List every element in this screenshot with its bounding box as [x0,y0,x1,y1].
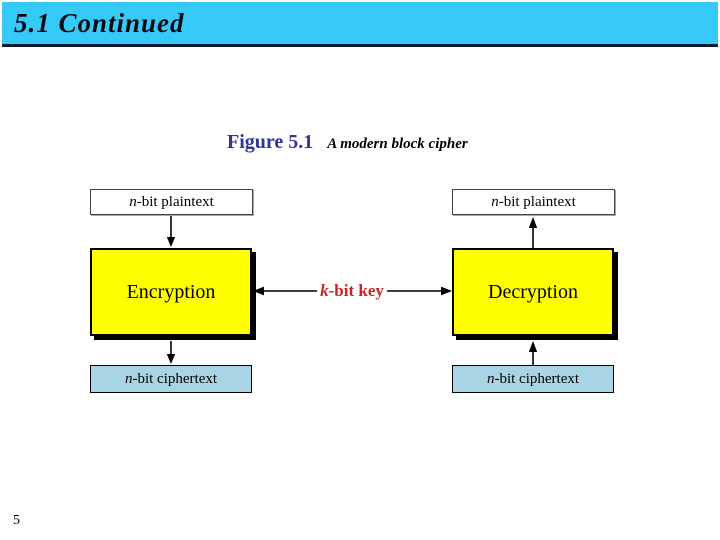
plaintext-box-encrypt: n-bit plaintext [90,189,253,215]
plaintext-label: n-bit plaintext [129,193,214,210]
ciphertext-box-encrypt: n-bit ciphertext [90,365,252,393]
slide-header-bar: 5.1 Continued [2,2,718,47]
arrow-down-plaintext-to-encryption-icon [166,216,176,247]
slide-title: 5.1 Continued [14,7,185,38]
figure-caption: Figure 5.1 A modern block cipher [227,131,468,154]
page-number: 5 [13,513,20,528]
ciphertext-box-decrypt: n-bit ciphertext [452,365,614,393]
plaintext-box-decrypt: n-bit plaintext [452,189,615,215]
figure-label: Figure 5.1 [227,131,314,153]
figure-title: A modern block cipher [327,136,468,152]
key-label: k-bit key [317,281,387,301]
decryption-box: Decryption [452,248,614,336]
arrow-up-ciphertext-to-decryption-icon [528,341,538,365]
ciphertext-label: n-bit ciphertext [124,370,218,387]
plaintext-label: n-bit plaintext [491,193,576,210]
decryption-label: Decryption [488,280,578,303]
ciphertext-label: n-bit ciphertext [486,370,580,387]
arrow-up-decryption-to-plaintext-icon [528,217,538,248]
encryption-box: Encryption [90,248,252,336]
encryption-label: Encryption [126,280,216,303]
arrow-down-encryption-to-ciphertext-icon [166,341,176,364]
